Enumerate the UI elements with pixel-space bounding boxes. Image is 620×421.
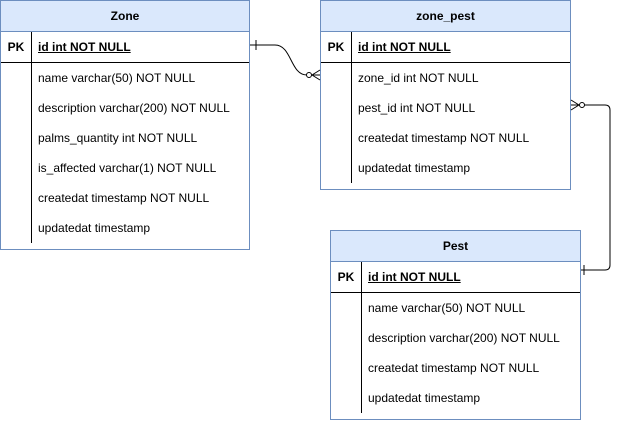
zone-pest-pk-divider: [351, 32, 352, 62]
zone-pest-zero-marker: [579, 102, 585, 108]
pest-pk-divider: [361, 262, 362, 292]
zone-pest-zero-marker: [306, 72, 312, 78]
zone-field: palms_quantity int NOT NULL: [38, 131, 198, 145]
zone-pest-many-marker: [311, 74, 321, 81]
pest-relationship-line: [571, 104, 611, 271]
pest-to-zone-pest-relationship[interactable]: [570, 99, 611, 275]
zone-pest-many-marker: [570, 104, 580, 111]
zone-relationship-line: [250, 44, 320, 76]
zone-field: is_affected varchar(1) NOT NULL: [38, 161, 217, 175]
zone-entity-title: Zone: [1, 1, 249, 32]
zone-pest-field: createdat timestamp NOT NULL: [358, 131, 530, 145]
zone-pk-row: PK id int NOT NULL: [1, 32, 249, 63]
zone-pest-field: pest_id int NOT NULL: [358, 101, 476, 115]
pest-field-list: name varchar(50) NOT NULL description va…: [331, 293, 580, 413]
zone-pk-field: id int NOT NULL: [38, 40, 131, 54]
zone-pest-many-marker: [570, 99, 580, 106]
zone-pest-pk-field: id int NOT NULL: [358, 40, 451, 54]
zone-pk-divider: [31, 32, 32, 62]
zone-field: createdat timestamp NOT NULL: [38, 191, 210, 205]
zone-pest-field: updatedat timestamp: [358, 161, 471, 175]
pest-entity[interactable]: Pest PK id int NOT NULL name varchar(50)…: [330, 230, 581, 420]
pest-entity-title: Pest: [331, 231, 580, 262]
zone-gutter-line: [31, 63, 32, 243]
pest-field: updatedat timestamp: [368, 391, 481, 405]
zone-pest-entity-title: zone_pest: [321, 1, 570, 32]
zone-field: name varchar(50) NOT NULL: [38, 71, 196, 85]
zone-pest-entity[interactable]: zone_pest PK id int NOT NULL zone_id int…: [320, 0, 571, 190]
zone-pest-pk-label: PK: [327, 40, 345, 54]
zone-entity[interactable]: Zone PK id int NOT NULL name varchar(50)…: [0, 0, 250, 250]
pest-pk-row: PK id int NOT NULL: [331, 262, 580, 293]
pest-gutter-line: [361, 293, 362, 413]
pest-pk-label: PK: [337, 270, 355, 284]
zone-field-list: name varchar(50) NOT NULL description va…: [1, 63, 249, 243]
zone-field: updatedat timestamp: [38, 221, 151, 235]
zone-pest-many-marker: [311, 69, 321, 76]
zone-pest-field-list: zone_id int NOT NULL pest_id int NOT NUL…: [321, 63, 570, 183]
zone-pest-gutter-line: [351, 63, 352, 183]
zone-pk-label: PK: [7, 40, 25, 54]
pest-field: createdat timestamp NOT NULL: [368, 361, 540, 375]
pest-field: name varchar(50) NOT NULL: [368, 301, 526, 315]
pest-field: description varchar(200) NOT NULL: [368, 331, 560, 345]
zone-pest-pk-row: PK id int NOT NULL: [321, 32, 570, 63]
pest-pk-field: id int NOT NULL: [368, 270, 461, 284]
zone-field: description varchar(200) NOT NULL: [38, 101, 230, 115]
zone-to-zone-pest-relationship[interactable]: [250, 40, 321, 81]
zone-pest-field: zone_id int NOT NULL: [358, 71, 479, 85]
